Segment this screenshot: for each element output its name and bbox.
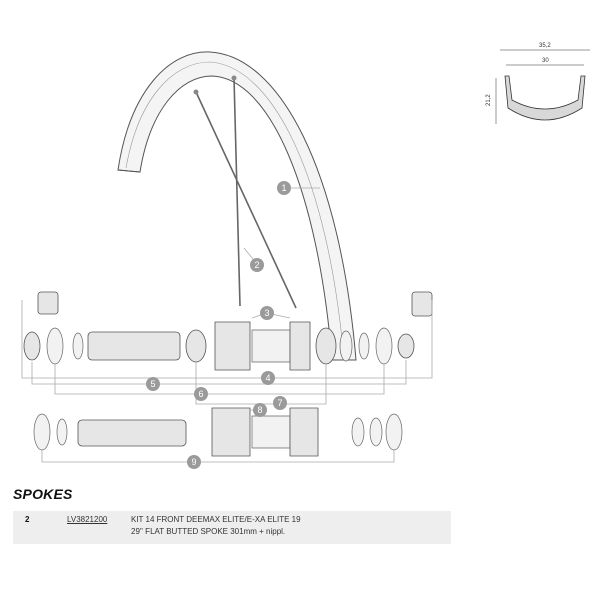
callout-7: 7 xyxy=(273,396,287,410)
callout-label: 1 xyxy=(281,183,286,193)
part-description-line-1: KIT 14 FRONT DEEMAX ELITE/E-XA ELITE 19 xyxy=(131,515,301,524)
part-description-line-2: 29'' FLAT BUTTED SPOKE 301mm + nippl. xyxy=(131,527,286,536)
front-hub-assembly xyxy=(23,291,433,371)
callout-6: 6 xyxy=(194,387,208,401)
profile-inner-width: 30 xyxy=(542,58,549,64)
rim-drawing xyxy=(117,51,357,361)
callout-label: 6 xyxy=(198,389,203,399)
callout-8: 8 xyxy=(253,403,267,417)
callout-label: 3 xyxy=(264,308,269,318)
callout-3: 3 xyxy=(260,306,274,320)
callout-label: 5 xyxy=(150,379,155,389)
rim-profile-drawing: 35,2 30 21,2 xyxy=(486,43,590,124)
part-description: KIT 14 FRONT DEEMAX ELITE/E-XA ELITE 19 … xyxy=(125,511,451,544)
part-number: 2 xyxy=(13,511,61,544)
profile-height: 21,2 xyxy=(486,94,492,106)
callout-5: 5 xyxy=(146,377,160,391)
section-title: SPOKES xyxy=(13,486,73,502)
callout-label: 7 xyxy=(277,398,282,408)
parts-table: 2 LV3821200 KIT 14 FRONT DEEMAX ELITE/E-… xyxy=(13,511,451,544)
callout-label: 4 xyxy=(265,373,270,383)
callout-2: 2 xyxy=(250,258,264,272)
callout-4: 4 xyxy=(261,371,275,385)
spokes-drawing xyxy=(193,75,297,309)
part-reference: LV3821200 xyxy=(61,511,125,544)
profile-outer-width: 35,2 xyxy=(539,43,551,49)
rear-hub-assembly xyxy=(33,407,403,457)
table-row: 2 LV3821200 KIT 14 FRONT DEEMAX ELITE/E-… xyxy=(13,511,451,544)
exploded-wheel-diagram: 35,2 30 21,2 xyxy=(21,43,590,469)
callout-label: 2 xyxy=(254,260,259,270)
callout-1: 1 xyxy=(277,181,291,195)
callout-label: 9 xyxy=(191,457,196,467)
callout-label: 8 xyxy=(257,405,262,415)
callout-9: 9 xyxy=(187,455,201,469)
